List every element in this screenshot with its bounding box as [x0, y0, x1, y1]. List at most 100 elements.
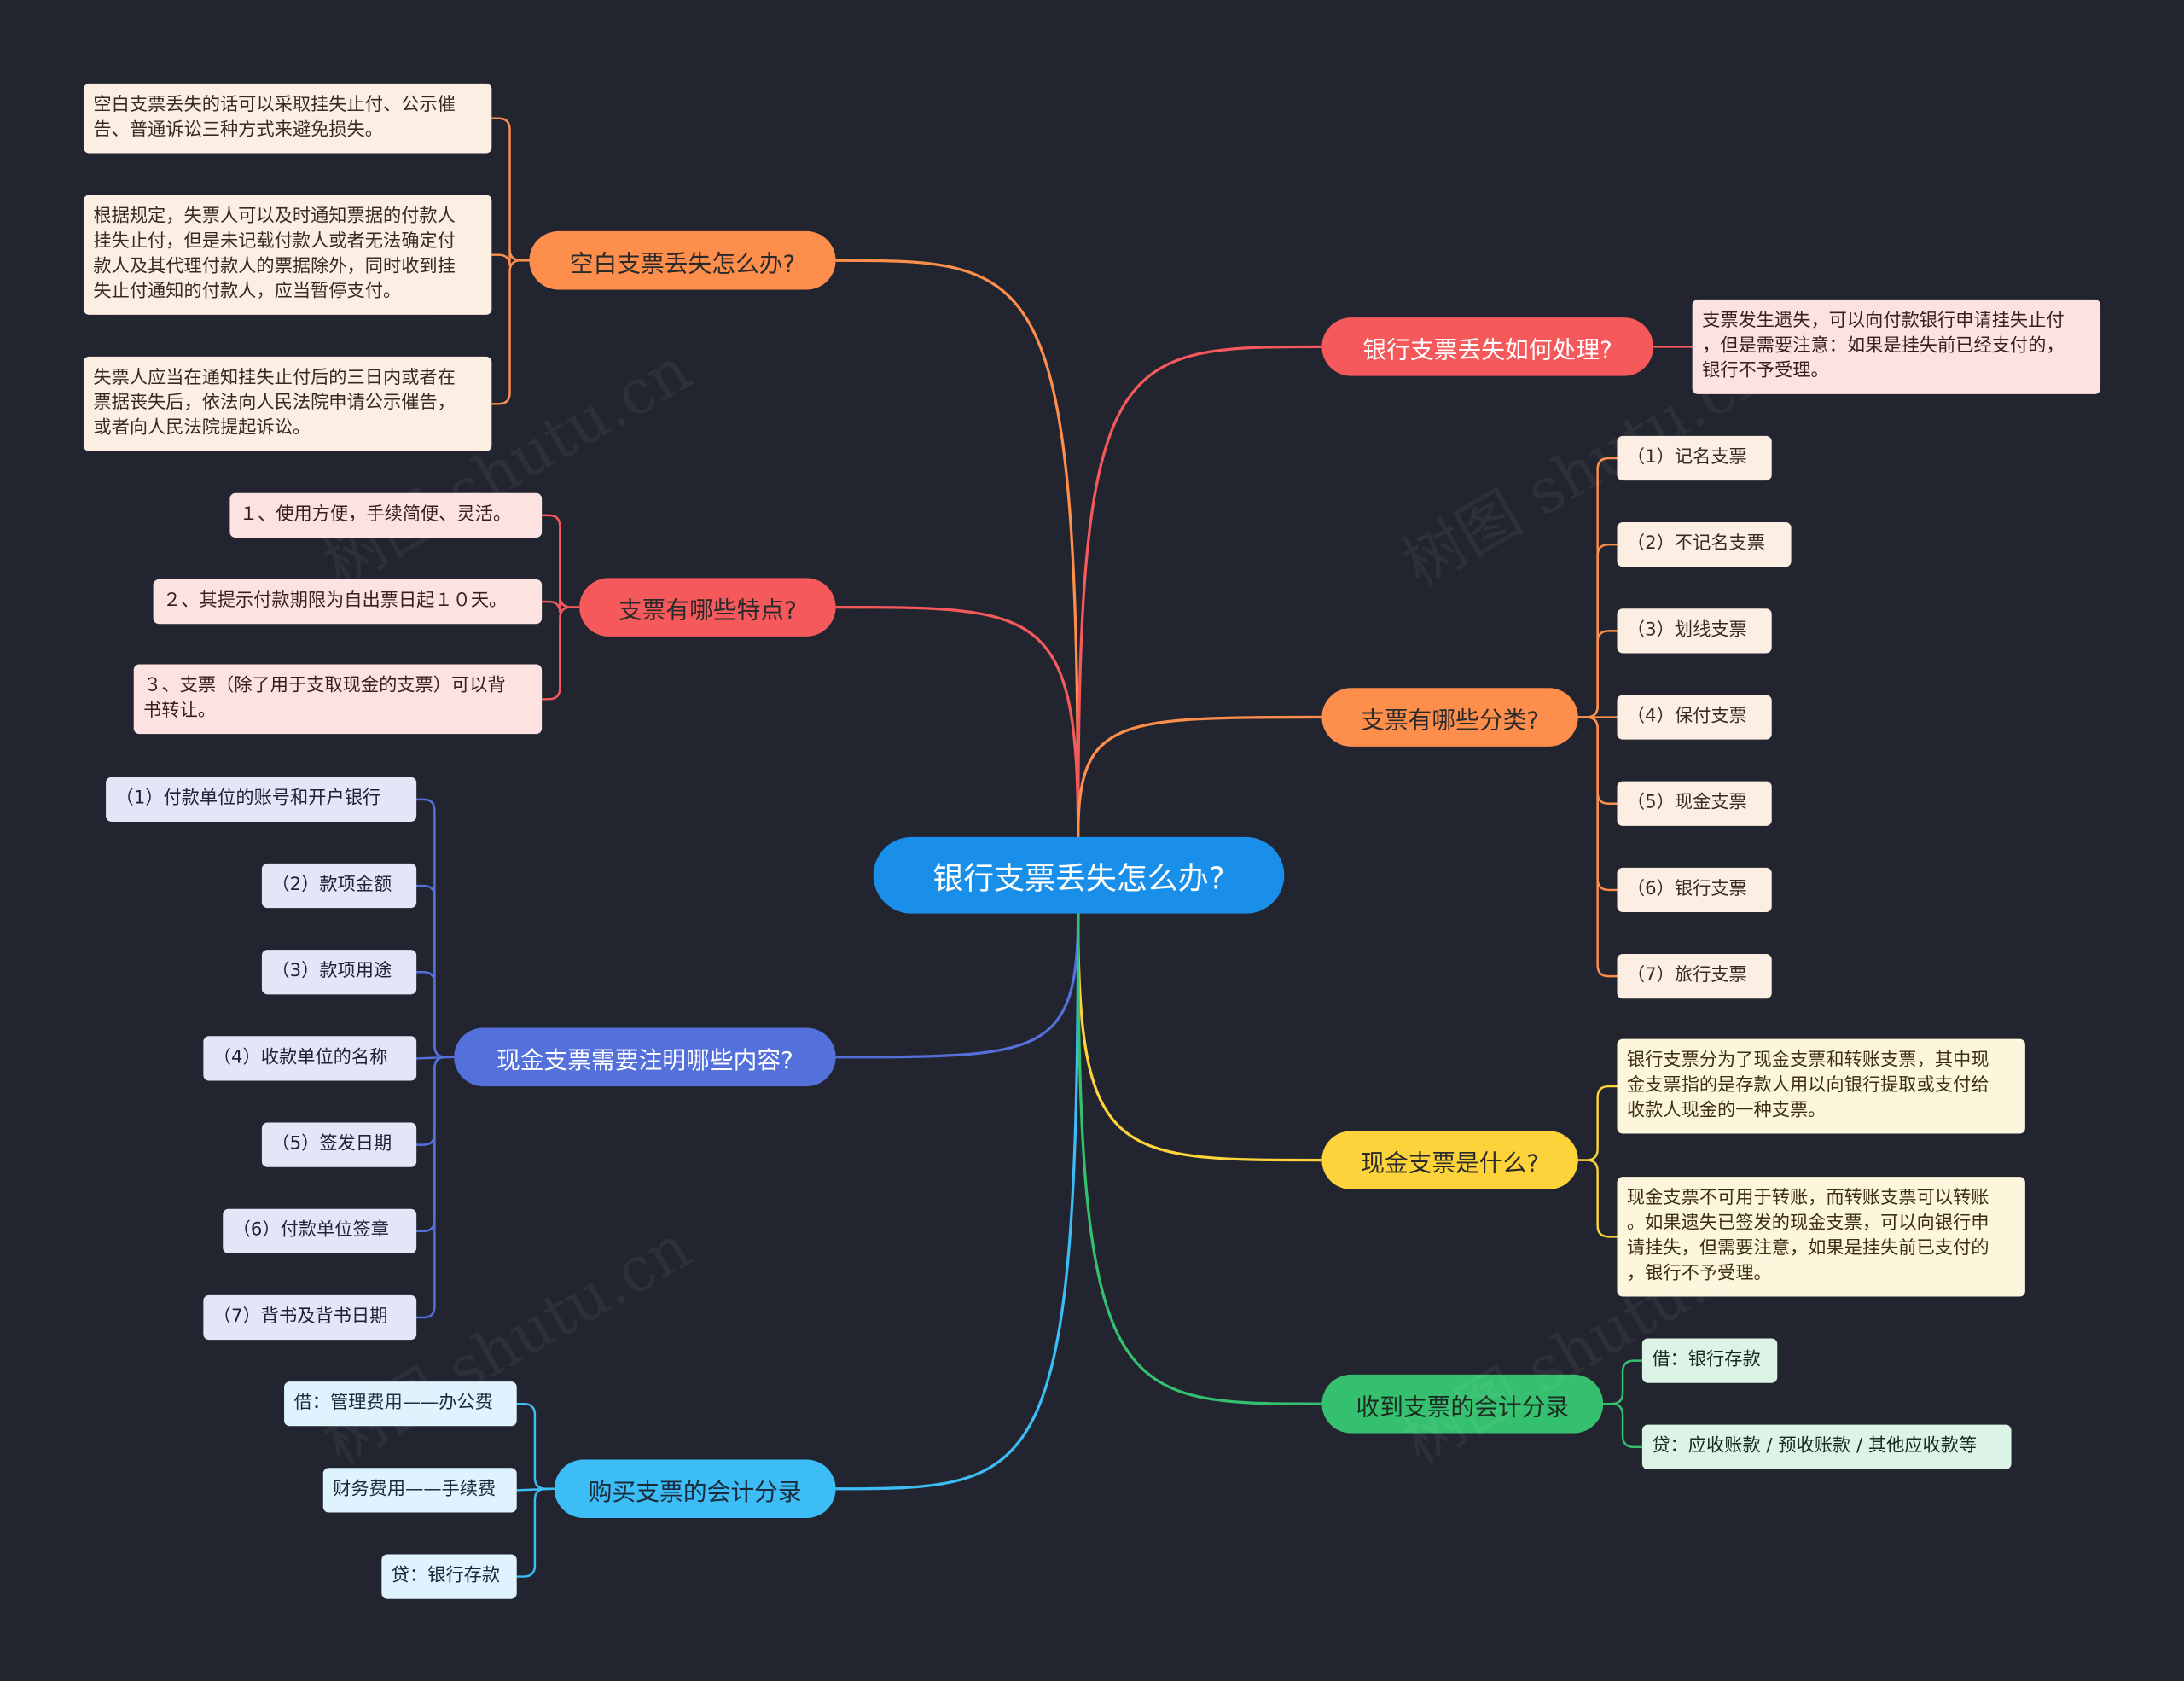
leaf-node[interactable]: ３、支票（除了用于支取现金的支票）可以背书转让。 — [133, 664, 543, 735]
leaf-node[interactable]: 失票人应当在通知挂失止付后的三日内或者在票据丧失后，依法向人民法院申请公示催告，… — [83, 356, 492, 451]
leaf-text-line: 。如果遗失已签发的现金支票，可以向银行申 — [1626, 1213, 1989, 1235]
leaf-text-line: （2）款项金额 — [271, 874, 392, 896]
branch-node-b1[interactable]: 空白支票丢失怎么办? — [529, 230, 836, 290]
branch-label: 现金支票是什么? — [1361, 1149, 1540, 1178]
connector-line — [542, 514, 580, 608]
connector-line — [416, 971, 455, 1059]
leaf-node[interactable]: （4）收款单位的名称 — [203, 1036, 417, 1081]
branch-node-b3[interactable]: 现金支票需要注明哪些内容? — [454, 1027, 836, 1087]
leaf-text-line: 空白支票丢失的话可以采取挂失止付、公示催 — [93, 94, 456, 116]
leaf-node[interactable]: 支票发生遗失，可以向付款银行申请挂失止付 ，但是需要注意：如果是挂失前已经支付的，… — [1692, 299, 2101, 394]
leaf-text-line: （2）不记名支票 — [1626, 533, 1766, 555]
leaf-text-line: （3）款项用途 — [271, 961, 392, 982]
leaf-node[interactable]: （3）划线支票 — [1617, 608, 1772, 654]
root-node[interactable]: 银行支票丢失怎么办? — [873, 836, 1285, 914]
leaf-node[interactable]: （2）款项金额 — [261, 863, 417, 909]
connector-line — [835, 259, 1080, 837]
leaf-text-line: 款人及其代理付款人的票据除外，同时收到挂 — [93, 256, 456, 277]
leaf-node[interactable]: ２、其提示付款期限为自出票日起１０天。 — [153, 579, 543, 625]
leaf-node[interactable]: 借：管理费用——办公费 — [284, 1381, 517, 1427]
connector-line — [1077, 913, 1322, 1162]
leaf-node[interactable]: （2）不记名支票 — [1617, 522, 1792, 567]
branch-node-b2[interactable]: 支票有哪些特点? — [579, 578, 836, 637]
leaf-node[interactable]: （5）现金支票 — [1617, 781, 1772, 826]
leaf-node[interactable]: （7）背书及背书日期 — [203, 1294, 417, 1341]
connector-line — [1577, 630, 1618, 718]
branch-node-b4[interactable]: 购买支票的会计分录 — [554, 1459, 836, 1519]
leaf-text-line: 借：银行存款 — [1652, 1349, 1761, 1371]
leaf-text-line: 挂失止付，但是未记载付款人或者无法确定付 — [93, 230, 456, 253]
leaf-text-line: 银行不予受理。 — [1702, 360, 1829, 382]
leaf-text-line: （4）收款单位的名称 — [212, 1047, 388, 1068]
leaf-text-line: （3）划线支票 — [1626, 619, 1747, 641]
branch-label: 现金支票需要注明哪些内容? — [497, 1046, 793, 1075]
branch-label: 收到支票的会计分录 — [1356, 1393, 1570, 1422]
leaf-text-line: 失止付通知的付款人，应当暂停支付。 — [93, 281, 402, 303]
leaf-text-line: （4）保付支票 — [1626, 706, 1747, 727]
leaf-text-line: 告、普通诉讼三种方式来避免损失。 — [93, 119, 384, 141]
leaf-node[interactable]: 借：银行存款 — [1641, 1338, 1778, 1383]
leaf-text-line: 贷：应收账款 / 预收账款 / 其他应收款等 — [1652, 1435, 1978, 1457]
leaf-text-line: ２、其提示付款期限为自出票日起１０天。 — [163, 590, 508, 612]
leaf-text-line: （7）旅行支票 — [1626, 965, 1747, 986]
leaf-node[interactable]: （5）签发日期 — [261, 1122, 417, 1167]
branch-node-b7[interactable]: 现金支票是什么? — [1321, 1131, 1578, 1189]
leaf-text-line: ，银行不予受理。 — [1626, 1263, 1772, 1284]
connector-line — [542, 596, 580, 614]
leaf-text-line: 或者向人民法院提起诉讼。 — [93, 417, 311, 439]
leaf-node[interactable]: （6）付款单位签章 — [223, 1208, 417, 1253]
leaf-node[interactable]: （6）银行支票 — [1617, 867, 1772, 913]
leaf-node[interactable]: 根据规定，失票人可以及时通知票据的付款人挂失止付，但是未记载付款人或者无法确定付… — [83, 195, 492, 315]
branch-node-b5[interactable]: 银行支票丢失如何处理? — [1321, 317, 1653, 376]
branch-label: 支票有哪些分类? — [1361, 707, 1540, 735]
connector-line — [1577, 716, 1618, 978]
branch-node-b6[interactable]: 支票有哪些分类? — [1321, 688, 1578, 747]
leaf-text-line: ，但是需要注意：如果是挂失前已经支付的， — [1702, 335, 2065, 357]
connector-line — [1077, 345, 1322, 837]
branch-label: 银行支票丢失如何处理? — [1362, 336, 1612, 364]
leaf-node[interactable]: 贷：银行存款 — [381, 1554, 517, 1599]
connector-line — [1577, 1085, 1618, 1161]
connector-line — [1603, 1402, 1642, 1449]
connector-line — [1603, 1359, 1642, 1405]
leaf-node[interactable]: 贷：应收账款 / 预收账款 / 其他应收款等 — [1641, 1424, 2012, 1469]
leaf-node[interactable]: （3）款项用途 — [261, 950, 417, 995]
branch-label: 空白支票丢失怎么办? — [569, 249, 796, 278]
connector-line — [516, 1402, 555, 1490]
leaf-node[interactable]: （4）保付支票 — [1617, 695, 1772, 740]
leaf-node[interactable]: 财务费用——手续费 — [322, 1468, 517, 1513]
leaf-node[interactable]: （7）旅行支票 — [1617, 954, 1772, 999]
leaf-text-line: 书转让。 — [143, 700, 217, 722]
leaf-text-line: 收款人现金的一种支票。 — [1626, 1100, 1827, 1121]
leaf-text-line: （6）付款单位签章 — [232, 1219, 389, 1242]
leaf-node[interactable]: 银行支票分为了现金支票和转账支票，其中现金支票指的是存款人用以向银行提取或支付给… — [1617, 1038, 2025, 1134]
connector-line — [835, 605, 1080, 837]
leaf-text-line: （1）付款单位的账号和开户银行 — [115, 788, 381, 810]
leaf-text-line: （6）银行支票 — [1626, 878, 1747, 900]
leaf-text-line: 支票发生遗失，可以向付款银行申请挂失止付 — [1702, 310, 2065, 332]
leaf-text-line: （7）背书及背书日期 — [212, 1306, 388, 1328]
connector-line — [491, 259, 530, 405]
branch-node-b8[interactable]: 收到支票的会计分录 — [1321, 1374, 1604, 1434]
leaf-text-line: 根据规定，失票人可以及时通知票据的付款人 — [93, 206, 456, 228]
connector-line — [835, 913, 1080, 1491]
branch-label: 支票有哪些特点? — [618, 596, 797, 625]
leaf-text-line: 财务费用——手续费 — [333, 1479, 497, 1500]
leaf-node[interactable]: 空白支票丢失的话可以采取挂失止付、公示催告、普通诉讼三种方式来避免损失。 — [83, 83, 492, 154]
connector-line — [1077, 715, 1322, 837]
leaf-text-line: （1）记名支票 — [1626, 446, 1747, 468]
leaf-text-line: 现金支票不可用于转账，而转账支票可以转账 — [1626, 1188, 1989, 1209]
leaf-node[interactable]: １、使用方便，手续简便、灵活。 — [229, 492, 543, 538]
leaf-node[interactable]: （1）记名支票 — [1617, 435, 1772, 481]
leaf-node[interactable]: 现金支票不可用于转账，而转账支票可以转账。如果遗失已签发的现金支票，可以向银行申… — [1617, 1177, 2025, 1297]
connector-line — [1577, 1159, 1618, 1238]
leaf-text-line: 失票人应当在通知挂失止付后的三日内或者在 — [93, 367, 456, 389]
leaf-text-line: 银行支票分为了现金支票和转账支票，其中现 — [1626, 1050, 1989, 1072]
connector-line — [835, 913, 1080, 1059]
leaf-node[interactable]: （1）付款单位的账号和开户银行 — [106, 777, 417, 822]
connector-line — [491, 249, 530, 266]
leaf-text-line: （5）现金支票 — [1626, 792, 1747, 814]
leaf-text-line: 贷：银行存款 — [391, 1565, 501, 1587]
